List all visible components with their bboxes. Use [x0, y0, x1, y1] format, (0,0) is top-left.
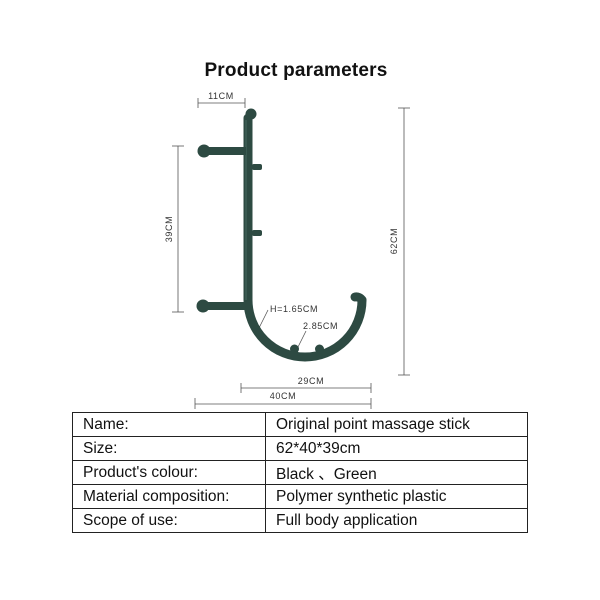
row-value: Full body application [265, 508, 528, 533]
row-value: Original point massage stick [265, 412, 528, 437]
dim-thickness: H=1.65CM [270, 304, 318, 314]
row-value: Black 、Green [265, 460, 528, 485]
row-label: Scope of use: [72, 508, 266, 533]
table-row: Product's colour: Black 、Green [72, 460, 528, 485]
page-title: Product parameters [204, 60, 388, 81]
row-value: 62*40*39cm [265, 436, 528, 461]
product-dimension-diagram: 11CM 39CM 62CM H=1.65CM 2.85CM 29CM 40CM [164, 91, 410, 409]
dim-height-hooks: 39CM [164, 216, 174, 242]
dim-curve-width: 29CM [298, 376, 324, 386]
table-row: Name: Original point massage stick [72, 412, 528, 437]
row-value: Polymer synthetic plastic [265, 484, 528, 509]
row-label: Name: [72, 412, 266, 437]
dim-knob-diameter: 2.85CM [303, 321, 338, 331]
table-row: Material composition: Polymer synthetic … [72, 484, 528, 509]
massage-stick-shape [196, 108, 367, 362]
dim-width-top: 11CM [208, 91, 234, 101]
row-label: Size: [72, 436, 266, 461]
row-label: Material composition: [72, 484, 266, 509]
table-row: Scope of use: Full body application [72, 508, 528, 533]
dim-overall-width: 40CM [270, 391, 296, 401]
dimension-lines [172, 98, 410, 409]
table-row: Size: 62*40*39cm [72, 436, 528, 461]
dim-height-total: 62CM [389, 228, 399, 254]
parameters-table: Name: Original point massage stick Size:… [72, 412, 528, 533]
row-label: Product's colour: [72, 460, 266, 485]
